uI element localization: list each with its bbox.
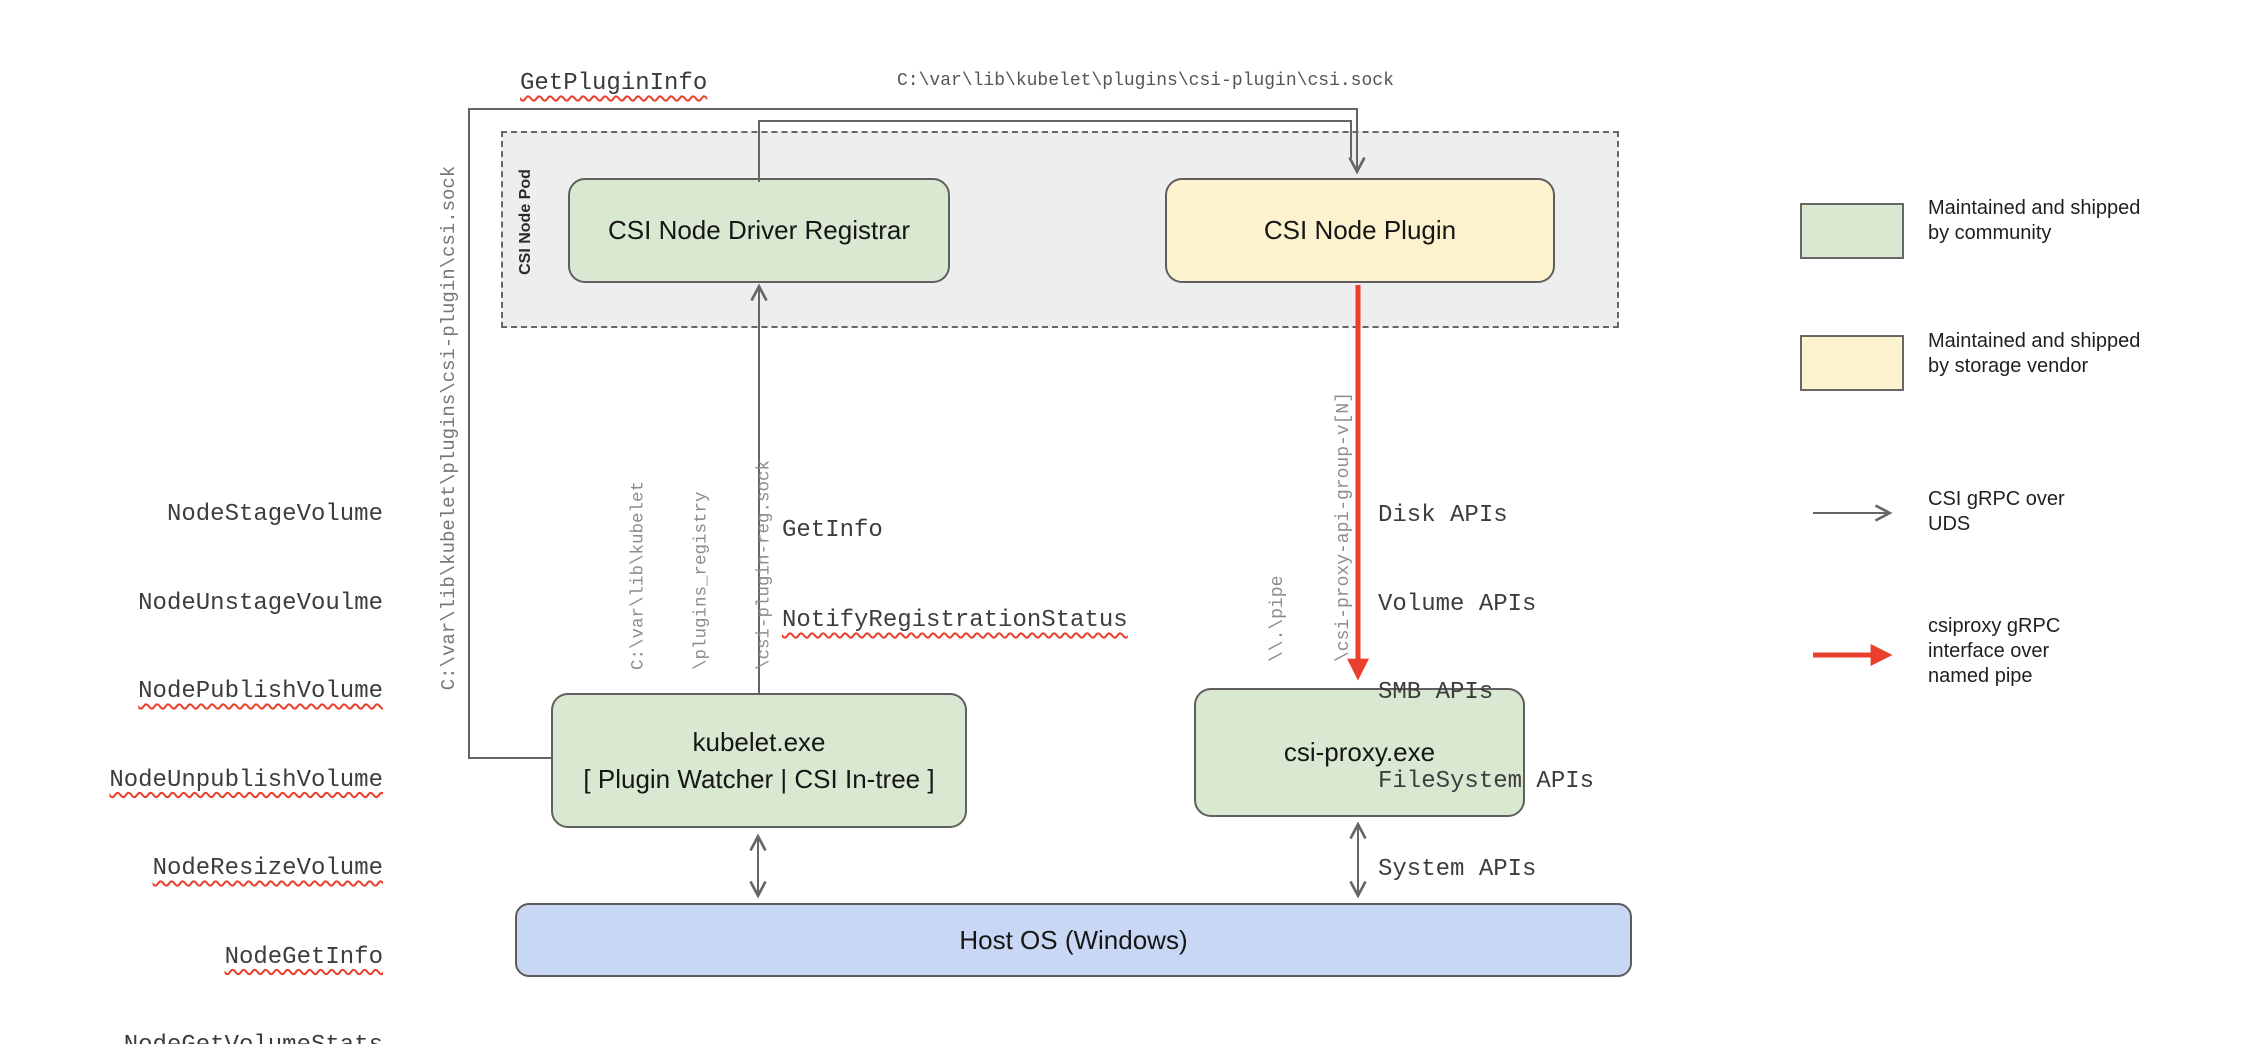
legend-community-swatch-icon	[1800, 203, 1904, 259]
method-node-get-volume-stats: NodeGetVolumeStats	[80, 1031, 383, 1044]
named-pipe-path-rotated: \\.\pipe \csi-proxy-api-group-v[N]	[1223, 392, 1399, 662]
legend-vendor-swatch-icon	[1800, 335, 1904, 391]
csi-node-driver-registrar-box: CSI Node Driver Registrar	[568, 178, 950, 283]
method-node-stage-volume: NodeStageVolume	[166, 501, 383, 528]
api-volume: Volume APIs	[1378, 590, 1537, 618]
pipe-path-line1: \\.\pipe	[1268, 575, 1288, 663]
legend-vendor-label: Maintained and shipped by storage vendor	[1928, 330, 2141, 377]
host-os-label: Host OS (Windows)	[959, 924, 1188, 955]
kubelet-label-line2: [ Plugin Watcher | CSI In-tree ]	[583, 763, 935, 794]
api-system: System APIs	[1378, 856, 1537, 883]
reg-path-line2: \plugins_registry	[691, 491, 712, 671]
method-node-unstage-volume: NodeUnstageVoulme	[138, 589, 383, 617]
call-notify-registration-status: NotifyRegistrationStatus	[782, 607, 1128, 634]
legend-uds-label: CSI gRPC over UDS	[1928, 488, 2065, 535]
csi-node-pod-label: CSI Node Pod	[517, 169, 534, 275]
pipe-path-line2: \csi-proxy-api-group-v[N]	[1334, 391, 1354, 663]
api-smb: SMB APIs	[1378, 679, 1494, 706]
host-os-box: Host OS (Windows)	[515, 903, 1632, 977]
method-node-publish-volume: NodePublishVolume	[138, 678, 383, 705]
left-csi-sock-path-rotated: C:\var\lib\kubelet\plugins\csi-plugin\cs…	[438, 165, 460, 691]
method-node-get-info: NodeGetInfo	[224, 943, 383, 971]
legend-community-label: Maintained and shipped by community	[1928, 197, 2141, 244]
kubelet-label-line1: kubelet.exe	[692, 726, 826, 757]
csi-node-driver-registrar-label: CSI Node Driver Registrar	[608, 215, 910, 245]
api-filesystem: FileSystem APIs	[1378, 767, 1595, 795]
node-methods-list: NodeStageVolume NodeUnstageVoulme NodePu…	[80, 441, 383, 1044]
csi-node-plugin-label: CSI Node Plugin	[1263, 215, 1457, 245]
method-node-unpublish-volume: NodeUnpublishVolume	[109, 766, 383, 794]
kubelet-box: kubelet.exe [ Plugin Watcher | CSI In-tr…	[551, 693, 967, 828]
csi-node-plugin-box: CSI Node Plugin	[1165, 178, 1555, 283]
top-csi-sock-path: C:\var\lib\kubelet\plugins\csi-plugin\cs…	[897, 71, 1394, 91]
method-node-resize-volume: NodeResizeVolume	[152, 855, 383, 882]
reg-path-line1: C:\var\lib\kubelet	[628, 480, 649, 671]
legend-pipe-label: csiproxy gRPC interface over named pipe	[1928, 615, 2061, 687]
api-disk: Disk APIs	[1378, 502, 1508, 529]
proxy-api-list: Disk APIs Volume APIs SMB APIs FileSyste…	[1378, 442, 1594, 944]
call-get-info: GetInfo	[782, 517, 883, 544]
get-plugin-info-label: GetPluginInfo	[520, 70, 708, 97]
reg-path-line3: \csi-plugin-reg.sock	[754, 459, 775, 671]
registration-calls: GetInfo NotifyRegistrationStatus	[782, 456, 1128, 696]
